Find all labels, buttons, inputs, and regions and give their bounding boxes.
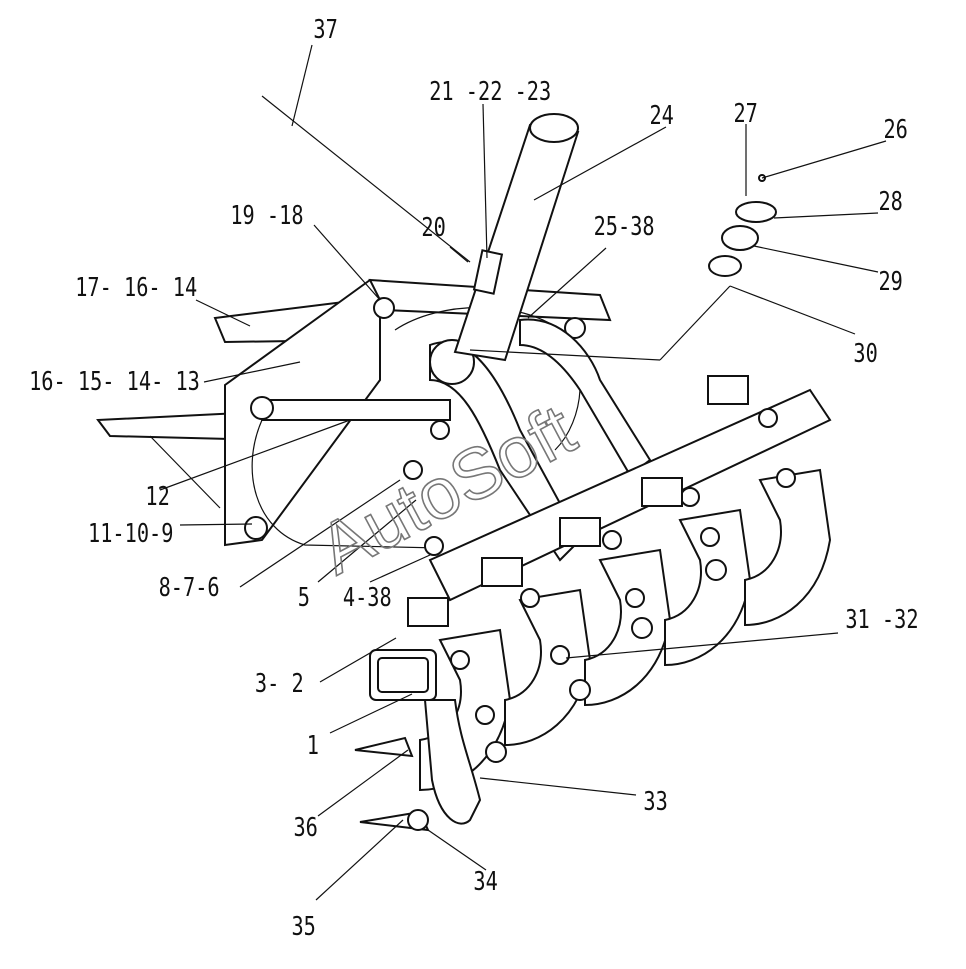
callout-37: 37: [313, 15, 337, 45]
callout-12: 12: [145, 482, 169, 512]
callout-24: 24: [649, 101, 673, 131]
bearing-ring: [721, 225, 759, 251]
callout-29: 29: [878, 267, 902, 297]
bearing-cap: [735, 201, 777, 223]
callout-16-15-14-13: 16- 15- 14- 13: [29, 367, 200, 397]
callout-34: 34: [473, 867, 497, 897]
callout-11-10-9: 11-10-9: [88, 519, 173, 549]
callout-3-2: 3- 2: [255, 669, 304, 699]
callout-28: 28: [878, 187, 902, 217]
mast-tube: [453, 123, 580, 362]
callout-35: 35: [291, 912, 315, 942]
callout-26: 26: [883, 115, 907, 145]
tine-shank-33: [395, 699, 482, 825]
callout-5: 5: [298, 583, 310, 613]
callout-20: 20: [421, 213, 445, 243]
leader-lines: [159, 44, 887, 901]
callout-30: 30: [853, 339, 877, 369]
shank-beam: [428, 388, 832, 602]
callout-17-16-14: 17- 16- 14: [75, 273, 197, 303]
callout-19-18: 19 -18: [230, 201, 303, 231]
clamp-brackets: [407, 375, 749, 627]
callout-1: 1: [307, 731, 319, 761]
point-36: [354, 736, 414, 758]
bearing-bush: [708, 255, 742, 277]
callout-36: 36: [293, 813, 317, 843]
roller-34: [407, 809, 429, 831]
callout-25-38: 25-38: [594, 212, 655, 242]
callout-27: 27: [733, 99, 757, 129]
callout-33: 33: [643, 787, 667, 817]
callout-21-22-23: 21 -22 -23: [429, 77, 551, 107]
parallel-link: [253, 399, 451, 421]
callout-4-38: 4-38: [343, 583, 392, 613]
drawing: [96, 113, 832, 832]
callout-labels: 37 21 -22 -23 24 27 26 28 29 30 19 -18 2…: [29, 15, 918, 942]
callout-8-7-6: 8-7-6: [159, 573, 220, 603]
bolt-set: [403, 408, 796, 725]
mast-bracket: [472, 249, 504, 295]
callout-31-32: 31 -32: [845, 605, 918, 635]
